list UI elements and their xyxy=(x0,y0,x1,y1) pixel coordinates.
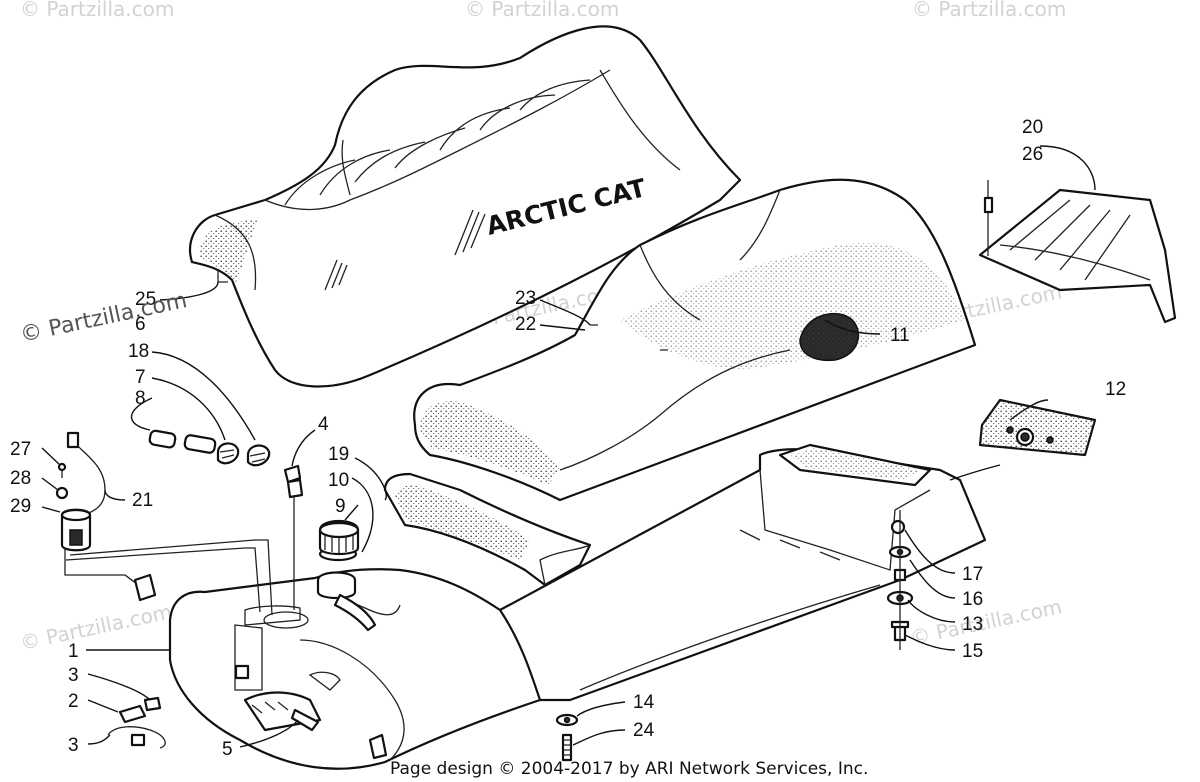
footer-copyright: Page design © 2004-2017 by ARI Network S… xyxy=(390,759,868,779)
fuel-cap xyxy=(316,519,377,632)
bottom-hardware xyxy=(555,713,579,762)
callout-29: 29 xyxy=(10,496,31,517)
seat-cover: ARCTIC CAT xyxy=(189,25,742,388)
fuel-sender xyxy=(55,431,273,616)
callout-11: 11 xyxy=(890,325,910,346)
callout-13: 13 xyxy=(962,614,983,635)
watermark-main: © Partzilla.com xyxy=(18,288,189,348)
callout-1: 1 xyxy=(68,641,79,662)
watermark-text: © Partzilla.com xyxy=(18,599,174,655)
drain-hardware xyxy=(107,664,250,749)
callout-6: 6 xyxy=(135,314,146,335)
callout-15: 15 xyxy=(962,641,983,662)
rubber-pad xyxy=(978,398,1097,457)
callout-27: 27 xyxy=(10,439,31,460)
callout-22: 22 xyxy=(515,314,536,335)
callout-4: 4 xyxy=(318,414,329,435)
callout-10: 10 xyxy=(328,470,349,491)
callout-numbers: 25 6 18 7 8 4 19 10 9 27 28 29 21 20 26 … xyxy=(10,117,1126,760)
callout-3: 3 xyxy=(68,665,79,686)
watermark-text: © Partzilla.com xyxy=(912,0,1066,21)
watermark-text: © Partzilla.com xyxy=(465,0,619,21)
callout-24: 24 xyxy=(633,720,655,741)
callout-26: 26 xyxy=(1022,144,1043,165)
callout-25: 25 xyxy=(135,289,156,310)
callout-7: 7 xyxy=(135,367,146,388)
callout-21: 21 xyxy=(132,490,153,511)
storage-tray xyxy=(978,180,1177,324)
callout-28: 28 xyxy=(10,468,31,489)
callout-23: 23 xyxy=(515,288,536,309)
watermark-text: © Partzilla.com xyxy=(20,0,174,21)
watermark-text: © Partzilla.com xyxy=(908,594,1064,650)
callout-17: 17 xyxy=(962,564,983,585)
callout-18: 18 xyxy=(128,341,149,362)
leader-lines xyxy=(41,145,1096,748)
seat-base xyxy=(498,443,987,702)
callout-3: 3 xyxy=(68,735,79,756)
mounting-hardware xyxy=(886,510,914,650)
callout-20: 20 xyxy=(1022,117,1043,138)
callout-8: 8 xyxy=(135,388,146,409)
seat-foam xyxy=(413,178,977,502)
callout-14: 14 xyxy=(633,692,655,713)
backrest-piece xyxy=(383,472,592,587)
callout-9: 9 xyxy=(335,496,346,517)
callout-2: 2 xyxy=(68,691,79,712)
callout-12: 12 xyxy=(1105,379,1126,400)
fuel-line-parts xyxy=(148,429,304,610)
callout-19: 19 xyxy=(328,444,349,465)
callout-5: 5 xyxy=(222,739,233,760)
callout-16: 16 xyxy=(962,589,983,610)
